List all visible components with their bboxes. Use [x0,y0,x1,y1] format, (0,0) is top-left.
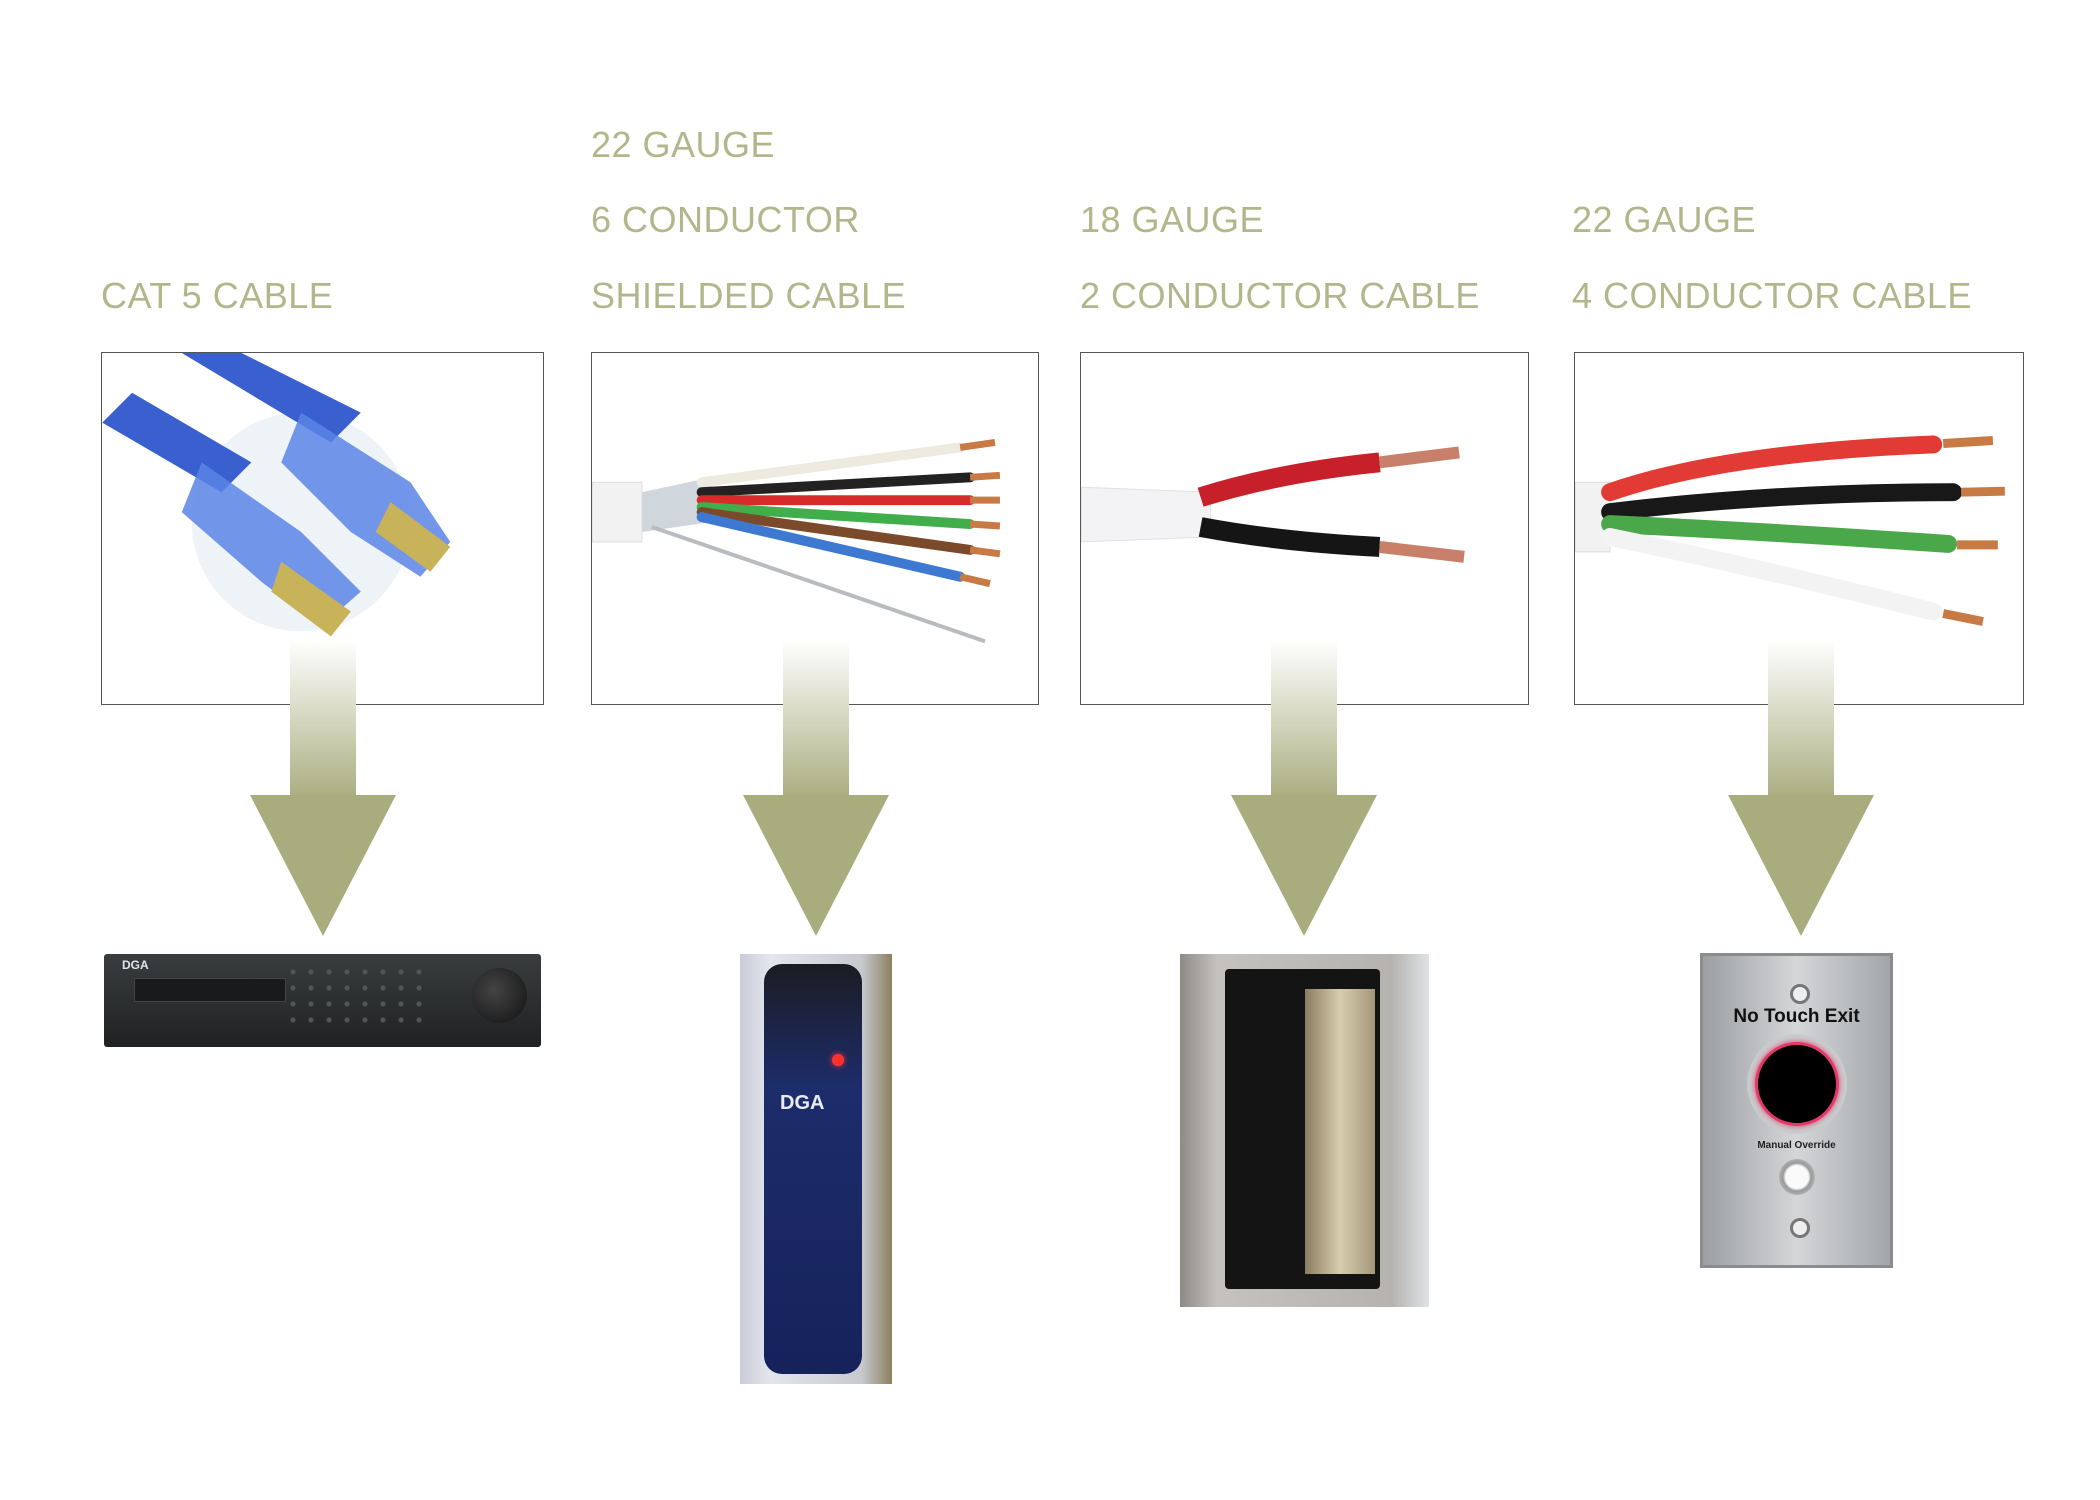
no-touch-exit-button-image: No Touch Exit Manual Override [1700,953,1893,1268]
label-22-gauge: 22 GAUGE [591,124,776,165]
label-4-conductor-cable: 4 CONDUCTOR CABLE [1572,275,1972,316]
reader-logo: DGA [780,1092,825,1114]
arrow-down-icon [250,640,396,936]
exit-title: No Touch Exit [1733,1006,1860,1027]
arrow-down-icon [743,640,889,936]
cat5-cable-image [101,352,544,705]
label-cat5-cable: CAT 5 CABLE [101,275,334,316]
label-2-conductor-cable: 2 CONDUCTOR CABLE [1080,275,1480,316]
dvr-recorder-image: DGA [104,954,541,1047]
label-6-conductor: 6 CONDUCTOR [591,199,860,240]
label-18-gauge: 18 GAUGE [1080,199,1265,240]
label-22-gauge-4c: 22 GAUGE [1572,199,1757,240]
exit-override-label: Manual Override [1757,1140,1836,1151]
card-reader-image: DGA [740,954,892,1384]
electric-strike-image [1180,954,1429,1307]
arrow-down-icon [1728,640,1874,936]
dvr-logo: DGA [122,958,149,972]
label-shielded-cable: SHIELDED CABLE [591,275,907,316]
arrow-down-icon [1231,640,1377,936]
